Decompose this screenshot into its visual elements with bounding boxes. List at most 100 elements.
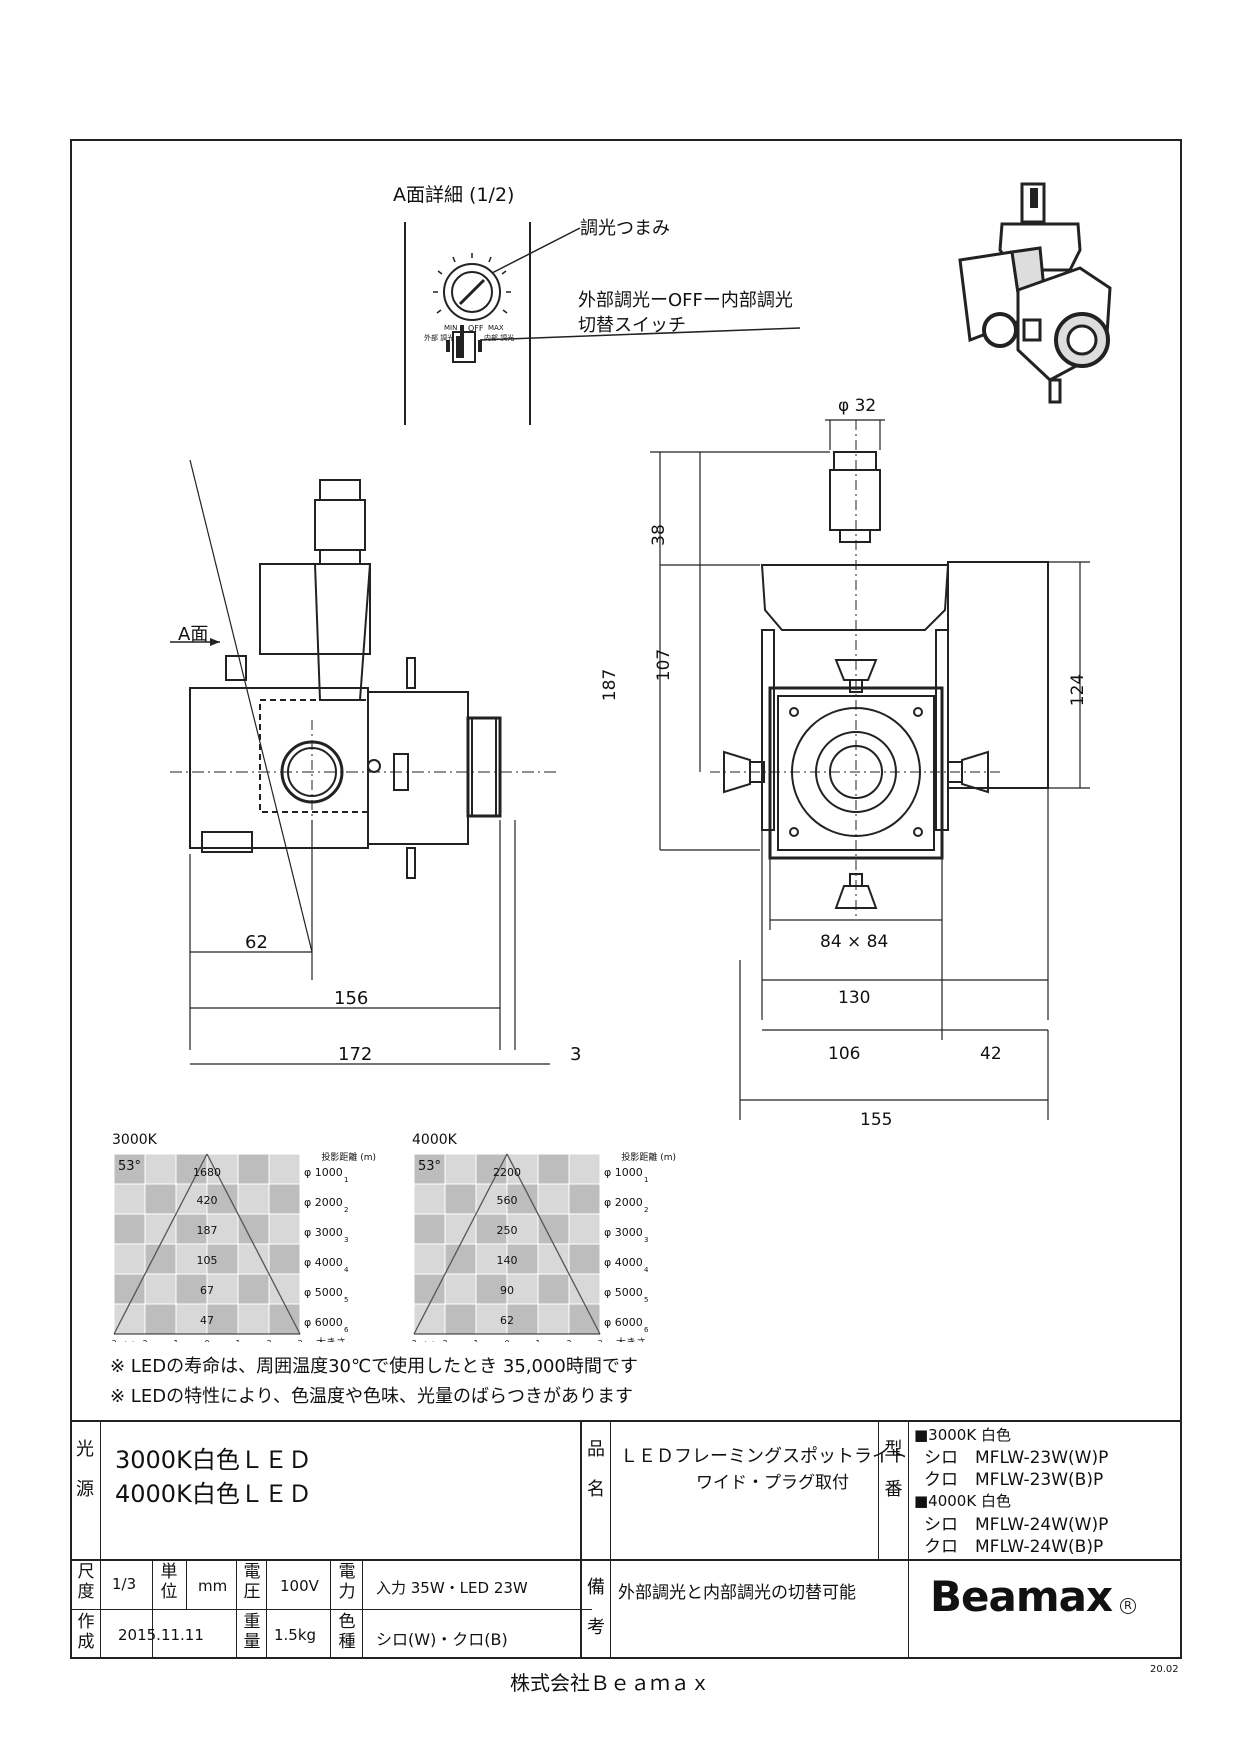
x-tick: 3: [412, 1339, 417, 1342]
detail-title: A面詳細 (1/2): [393, 184, 515, 206]
product-perspective-image: [958, 182, 1112, 404]
distance-value: 5: [344, 1296, 348, 1304]
chart-grid-cell: [413, 1243, 446, 1275]
switch-label-line2: 切替スイッチ: [578, 315, 686, 336]
chart-grid-cell: [568, 1183, 601, 1215]
x-tick: 1: [535, 1339, 540, 1342]
beam-diameter: φ 6000: [604, 1316, 643, 1329]
dim-106: 106: [828, 1044, 861, 1064]
model-line3: クロ MFLW-23W(B)P: [924, 1470, 1104, 1490]
x-tick: 2: [266, 1339, 271, 1342]
scale-label: 尺度: [77, 1562, 95, 1602]
power-value: 入力 35W・LED 23W: [376, 1579, 528, 1597]
model-label: 型 番: [884, 1439, 903, 1500]
chart-grid-cell: [144, 1303, 177, 1335]
chart-grid-cell: [237, 1273, 270, 1305]
front-view-drawing: [650, 419, 1090, 1120]
chart-grid-cell: [413, 1303, 446, 1335]
dimmer-knob-label: 調光つまみ: [580, 218, 670, 239]
unit-label: 単位: [160, 1562, 178, 1602]
x-tick: 3: [597, 1339, 602, 1342]
chart-grid-cell: [475, 1303, 508, 1335]
lux-value: 187: [197, 1224, 218, 1237]
chart-grid-cell: [144, 1243, 177, 1275]
note-lifetime: ※ LEDの寿命は、周囲温度30℃で使用したとき 35,000時間です: [110, 1356, 638, 1377]
switch-label-line1: 外部調光ーOFFー内部調光: [578, 290, 793, 311]
x-tick: 1: [473, 1339, 478, 1342]
distance-value: 3: [644, 1236, 648, 1244]
dim-62: 62: [245, 932, 268, 953]
product-name: ＬＥＤフレーミングスポットライト: [620, 1446, 908, 1467]
chart-grid-cell: [175, 1153, 208, 1185]
color-label: 色種: [338, 1612, 356, 1652]
light-source-line2: 4000K白色ＬＥＤ: [115, 1480, 312, 1508]
beam-diameter: φ 5000: [604, 1286, 643, 1299]
chart-label: 4000K: [412, 1132, 458, 1148]
distance-value: 3: [344, 1236, 348, 1244]
chart-grid-cell: [113, 1303, 146, 1335]
face-a-label: A面: [178, 624, 209, 645]
lux-value: 67: [200, 1284, 214, 1297]
distance-value: 6: [644, 1326, 649, 1334]
scale-value: 1/3: [112, 1575, 137, 1593]
chart-grid-cell: [506, 1303, 539, 1335]
switch-left-label: 外部 調光: [424, 333, 454, 342]
model-line6: クロ MFLW-24W(B)P: [924, 1537, 1104, 1557]
beam-diameter: φ 1000: [604, 1166, 643, 1179]
chart-grid-cell: [413, 1183, 446, 1215]
distance-header: 投影距離 (m): [621, 1151, 676, 1163]
model-line1: ■3000K 白色: [914, 1426, 1011, 1444]
dim-156: 156: [334, 988, 369, 1009]
dimmer-knob-icon: [433, 253, 511, 321]
model-line4: ■4000K 白色: [914, 1492, 1011, 1510]
x-tick: 0: [504, 1339, 509, 1342]
company-name: 株式会社Ｂｅａｍａｘ: [510, 1671, 710, 1695]
chart-grid-cell: [144, 1213, 177, 1245]
registered-mark: R: [1120, 1598, 1136, 1614]
model-line5: シロ MFLW-24W(W)P: [924, 1515, 1109, 1535]
chart-grid-cell: [568, 1303, 601, 1335]
dim-124: 124: [1068, 673, 1089, 707]
light-source-label: 光 源: [76, 1439, 94, 1500]
chart-grid-cell: [113, 1213, 146, 1245]
chart-grid-cell: [568, 1153, 601, 1185]
unit-value: mm: [198, 1577, 228, 1595]
chart-grid-cell: [237, 1243, 270, 1275]
chart-grid-cell: [568, 1213, 601, 1245]
side-view-drawing: [170, 460, 560, 1065]
chart-grid-cell: [506, 1273, 539, 1305]
chart-grid-cell: [113, 1243, 146, 1275]
x-tick: 1: [235, 1339, 240, 1342]
chart-grid-cell: [413, 1153, 446, 1185]
chart-grid-cell: [206, 1243, 239, 1275]
distance-value: 2: [644, 1206, 648, 1214]
switch-right-label: 内部 調光: [484, 333, 514, 342]
chart-grid-cell: [113, 1273, 146, 1305]
weight-label: 重量: [243, 1612, 261, 1652]
distance-value: 1: [644, 1176, 648, 1184]
beam-diameter: φ 6000: [304, 1316, 343, 1329]
x-tick: 2: [142, 1339, 147, 1342]
chart-grid-cell: [475, 1183, 508, 1215]
lux-value: 140: [497, 1254, 518, 1267]
chart-grid-cell: [237, 1213, 270, 1245]
chart-grid-cell: [237, 1153, 270, 1185]
chart-grid-cell: [444, 1303, 477, 1335]
lux-value: 90: [500, 1284, 514, 1297]
chart-grid-cell: [444, 1153, 477, 1185]
chart-grid-cell: [413, 1213, 446, 1245]
chart-grid-cell: [237, 1303, 270, 1335]
chart-grid-cell: [537, 1273, 570, 1305]
distance-value: 4: [344, 1266, 349, 1274]
x-tick: 2: [442, 1339, 447, 1342]
beam-diameter: φ 5000: [304, 1286, 343, 1299]
x-tick: 3: [112, 1339, 117, 1342]
chart-grid-cell: [268, 1303, 301, 1335]
chart-grid-cell: [268, 1183, 301, 1215]
voltage-label: 電圧: [243, 1562, 261, 1602]
distance-value: 2: [344, 1206, 348, 1214]
chart-grid-cell: [144, 1153, 177, 1185]
dim-phi32: φ 32: [838, 396, 877, 416]
